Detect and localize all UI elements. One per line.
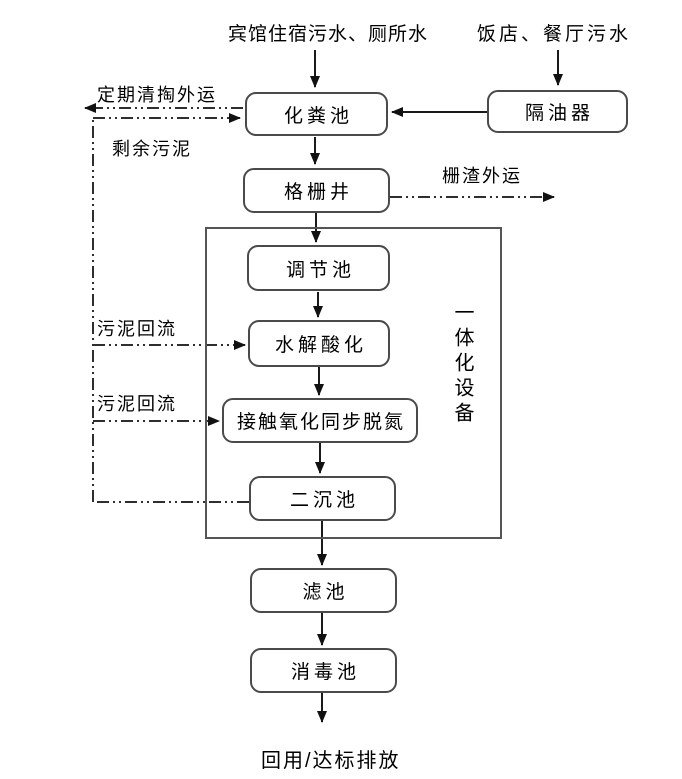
- node-secondary-sedimentation-tank: 二沉池: [249, 476, 396, 521]
- node-filter-tank: 滤池: [250, 568, 397, 613]
- node-grid-well: 格栅井: [243, 168, 390, 213]
- node-regulating-tank: 调节池: [247, 245, 390, 291]
- label-sludge-return-2: 污泥回流: [97, 394, 177, 414]
- input-label-hotel: 宾馆住宿污水、厕所水: [228, 24, 429, 45]
- node-grease-separator: 隔油器: [487, 90, 628, 133]
- label-final-output: 回用/达标排放: [261, 750, 401, 772]
- node-hydrolysis-acidification: 水解酸化: [248, 320, 390, 367]
- integrated-equipment-container: [205, 227, 502, 539]
- input-label-restaurant: 饭店、餐厅污水: [477, 24, 632, 45]
- label-grid-residue: 栅渣外运: [442, 166, 522, 186]
- node-contact-oxidation-denitrification: 接触氧化同步脱氮: [222, 398, 418, 443]
- node-septic-tank: 化粪池: [245, 92, 388, 136]
- label-sludge-return-1: 污泥回流: [97, 319, 177, 339]
- label-excess-sludge: 剩余污泥: [112, 139, 192, 159]
- label-integrated-equipment: 一体化设备: [451, 302, 473, 427]
- label-periodic-cleanout: 定期清掏外运: [97, 85, 217, 105]
- node-disinfection-tank: 消毒池: [250, 648, 397, 693]
